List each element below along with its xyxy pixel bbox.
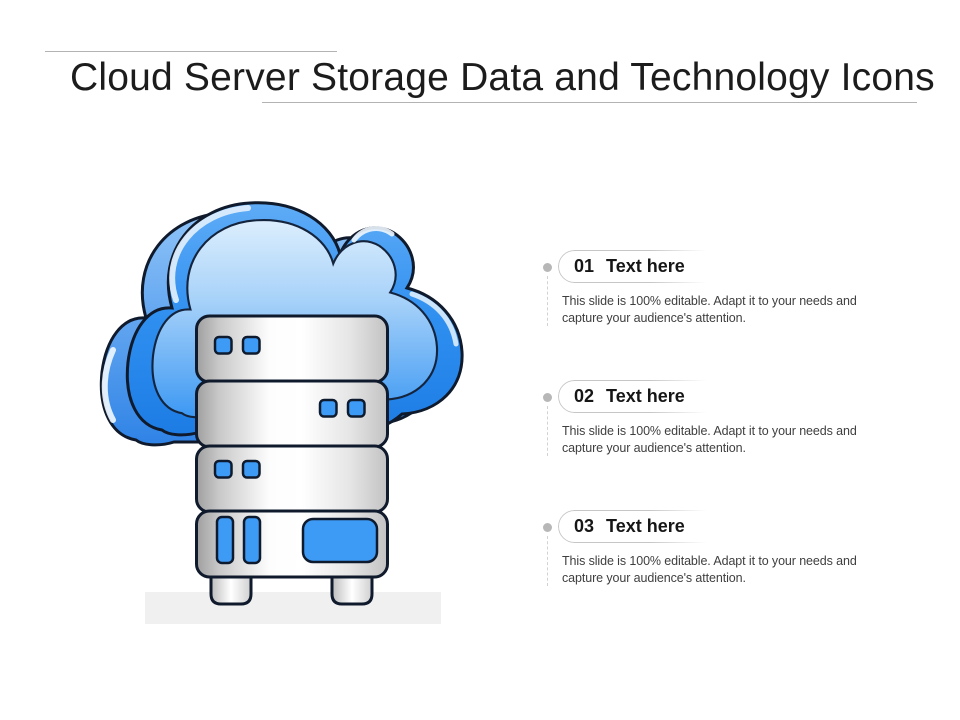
list-item: 01 Text here This slide is 100% editable…	[540, 250, 885, 360]
cloud-small-lobe-highlight	[351, 226, 395, 243]
dashed-connector	[547, 276, 548, 326]
dashed-connector	[547, 406, 548, 456]
item-description: This slide is 100% editable. Adapt it to…	[562, 424, 857, 455]
item-heading-pill: 03 Text here	[558, 510, 723, 543]
title-rule-top	[45, 51, 337, 52]
cloud-server-illustration	[99, 201, 464, 624]
page-title: Cloud Server Storage Data and Technology…	[70, 56, 935, 99]
server-leg-left	[209, 573, 253, 606]
server-panel-icon	[301, 517, 379, 564]
item-description: This slide is 100% editable. Adapt it to…	[562, 294, 857, 325]
server-led-icon	[318, 398, 338, 418]
server-drive-slot-icon	[242, 515, 262, 565]
cloud-dome-highlight	[169, 205, 251, 303]
item-label: Text here	[606, 386, 685, 406]
server-icon	[195, 314, 389, 606]
cloud-right-lobe-highlight	[409, 291, 459, 347]
server-unit-3	[195, 444, 389, 514]
server-led-icon	[213, 459, 233, 479]
title-rule-bottom	[262, 102, 917, 103]
cloud-back-highlight	[101, 347, 116, 423]
server-leg-right	[330, 573, 374, 606]
item-number: 02	[574, 386, 595, 406]
item-label: Text here	[606, 256, 685, 276]
server-drive-slot-icon	[215, 515, 235, 565]
list-item: 03 Text here This slide is 100% editable…	[540, 510, 885, 620]
item-number: 03	[574, 516, 595, 536]
bullet-dot-icon	[543, 263, 552, 272]
server-led-icon	[241, 335, 261, 355]
server-led-icon	[241, 459, 261, 479]
item-heading-pill: 02 Text here	[558, 380, 723, 413]
bullet-dot-icon	[543, 523, 552, 532]
item-number: 01	[574, 256, 595, 276]
list-item: 02 Text here This slide is 100% editable…	[540, 380, 885, 490]
floor-shadow	[145, 592, 441, 624]
item-label: Text here	[606, 516, 685, 536]
dashed-connector	[547, 536, 548, 586]
bullet-dot-icon	[543, 393, 552, 402]
item-heading-pill: 01 Text here	[558, 250, 723, 283]
server-led-icon	[213, 335, 233, 355]
server-led-icon	[346, 398, 366, 418]
item-description: This slide is 100% editable. Adapt it to…	[562, 554, 857, 585]
